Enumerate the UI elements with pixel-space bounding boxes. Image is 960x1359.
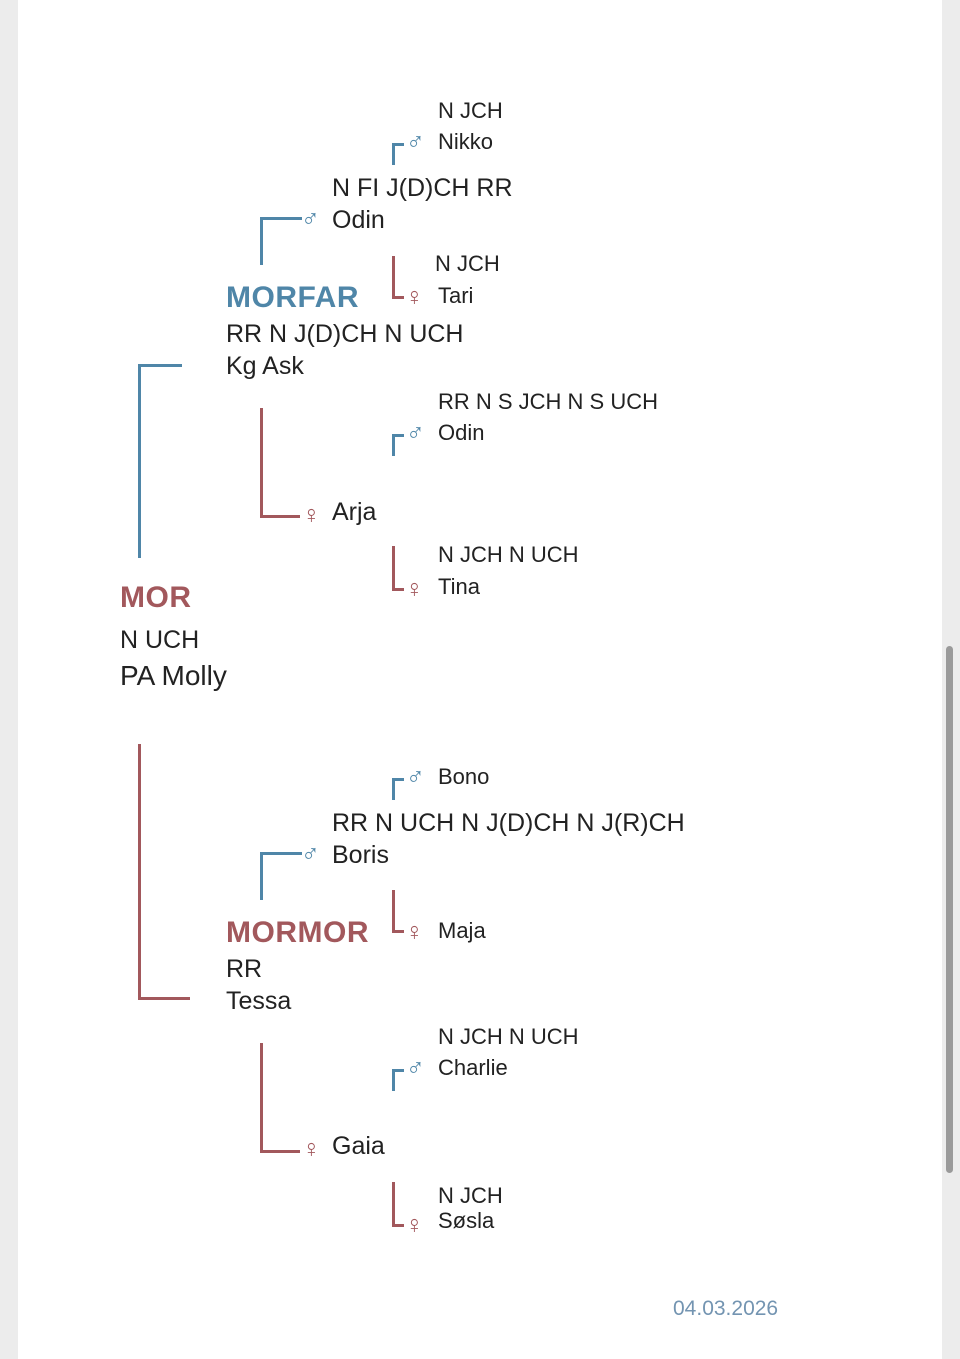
connector-bono-h xyxy=(392,778,404,781)
connector-nikko-v xyxy=(392,143,395,165)
morfar-father-title: N FI J(D)CH RR xyxy=(332,174,513,202)
connector-tari-v xyxy=(392,256,395,298)
mother-title: N UCH xyxy=(120,626,200,654)
connector-sosla-h xyxy=(392,1224,404,1227)
ancestor-title: N JCH xyxy=(438,1183,503,1208)
ancestor-title: N JCH xyxy=(435,251,500,276)
connector-charlie-h xyxy=(392,1069,404,1072)
morfar-father-name: Odin xyxy=(332,206,385,234)
male-icon: ♂ xyxy=(406,127,425,155)
connector-mormor-boris-h xyxy=(260,852,302,855)
female-icon: ♀ xyxy=(405,1211,424,1239)
connector-mor-mormor-v xyxy=(138,744,141,1000)
ancestor-title: N JCH xyxy=(438,98,503,123)
connector-morfar-odin-h xyxy=(260,217,302,220)
morfar-name: Kg Ask xyxy=(226,352,304,380)
connector-bono-v xyxy=(392,778,395,800)
male-icon: ♂ xyxy=(406,1053,425,1081)
mother-name: PA Molly xyxy=(120,660,227,691)
ancestor-name: Charlie xyxy=(438,1055,508,1080)
connector-tina-h xyxy=(392,588,404,591)
female-icon: ♀ xyxy=(405,575,424,603)
ancestor-name: Tina xyxy=(438,574,480,599)
ancestor-name: Søsla xyxy=(438,1208,495,1233)
footer-date: 04.03.2026 xyxy=(673,1297,779,1320)
ancestor-name: Tari xyxy=(438,283,474,308)
female-icon: ♀ xyxy=(302,1135,321,1163)
ancestor-title: RR N S JCH N S UCH xyxy=(438,389,659,414)
pedigree-sheet xyxy=(18,0,942,1359)
male-icon: ♂ xyxy=(406,762,425,790)
connector-maja-v xyxy=(392,890,395,932)
connector-mormor-gaia-v xyxy=(260,1043,263,1153)
ancestor-title: N JCH N UCH xyxy=(438,1024,579,1049)
male-icon: ♂ xyxy=(301,839,320,867)
ancestor-name: Maja xyxy=(438,918,486,943)
male-icon: ♂ xyxy=(301,204,320,232)
male-icon: ♂ xyxy=(406,418,425,446)
connector-mor-mormor-h xyxy=(138,997,190,1000)
connector-mor-morfar-h xyxy=(138,364,182,367)
female-icon: ♀ xyxy=(302,501,321,529)
morfar-title: RR N J(D)CH N UCH xyxy=(226,320,464,348)
connector-tina-v xyxy=(392,546,395,590)
connector-odin2-v xyxy=(392,434,395,456)
connector-charlie-v xyxy=(392,1069,395,1091)
connector-odin2-h xyxy=(392,434,404,437)
connector-morfar-arja-v xyxy=(260,408,263,518)
ancestor-name: Odin xyxy=(438,420,485,445)
connector-tari-h xyxy=(392,296,404,299)
scrollbar[interactable] xyxy=(946,646,953,1173)
connector-mor-morfar-v xyxy=(138,364,141,558)
female-icon: ♀ xyxy=(405,918,424,946)
connector-mormor-boris-v xyxy=(260,852,263,900)
connector-nikko-h xyxy=(392,143,404,146)
mormor-title: RR xyxy=(226,955,263,983)
mormor-mother-name: Gaia xyxy=(332,1132,385,1160)
ancestor-name: Bono xyxy=(438,764,490,789)
connector-mormor-gaia-h xyxy=(260,1150,300,1153)
connector-sosla-v xyxy=(392,1182,395,1226)
mormor-name: Tessa xyxy=(226,987,292,1015)
connector-morfar-arja-h xyxy=(260,515,300,518)
ancestor-title: N JCH N UCH xyxy=(438,542,579,567)
mormor-role-label: MORMOR xyxy=(226,916,369,949)
mother-role-label: MOR xyxy=(120,581,192,614)
ancestor-name: Nikko xyxy=(438,129,494,154)
morfar-mother-name: Arja xyxy=(332,498,377,526)
mormor-father-title: RR N UCH N J(D)CH N J(R)CH xyxy=(332,809,685,837)
connector-morfar-odin-v xyxy=(260,217,263,265)
morfar-role-label: MORFAR xyxy=(226,281,359,314)
female-icon: ♀ xyxy=(405,283,424,311)
mormor-father-name: Boris xyxy=(332,841,389,869)
connector-maja-h xyxy=(392,930,404,933)
